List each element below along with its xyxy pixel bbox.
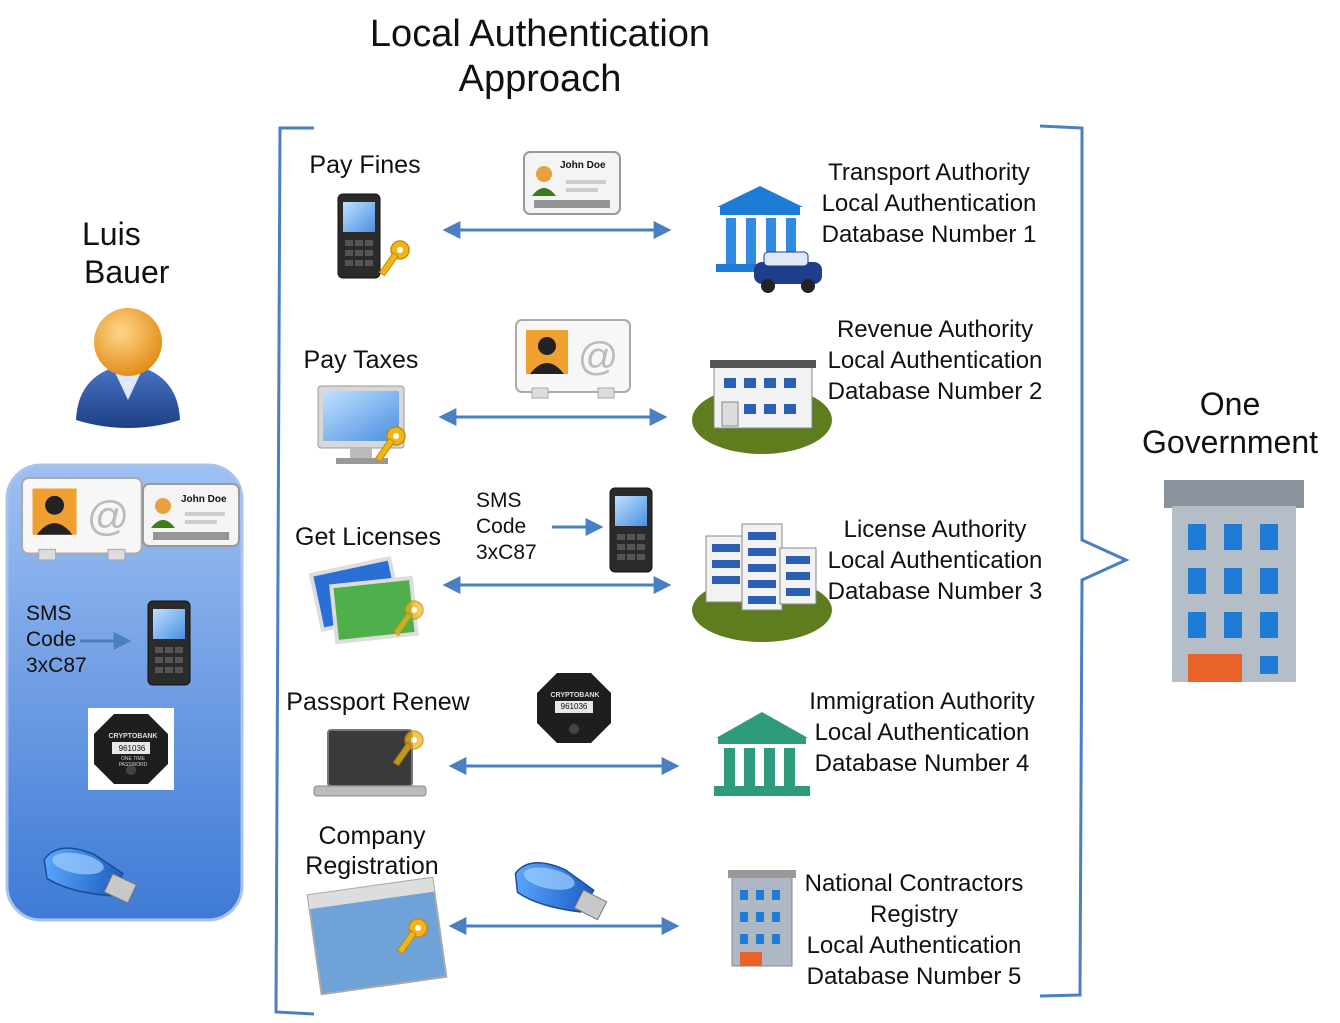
authority-immigration: Immigration Authority Local Authenticati…: [794, 686, 1050, 779]
license-buildings-icon: [692, 523, 832, 642]
wallet-token-footer: ONE TIME PASSWORD: [118, 756, 148, 768]
photo-gallery-icon: [308, 555, 419, 645]
person-last-name: Bauer: [84, 254, 170, 290]
service-pay-taxes: Pay Taxes: [303, 346, 419, 374]
email-card-icon: [515, 319, 631, 399]
service-get-licenses: Get Licenses: [295, 523, 441, 551]
wallet-card-name: John Doe: [181, 494, 227, 505]
id-card-name: John Doe: [560, 160, 606, 171]
title-line-2: Approach: [458, 58, 622, 100]
wallet-sms-line-1: SMS: [26, 602, 72, 625]
title-line-1: Local Authentication: [369, 13, 711, 55]
diagram-title: Local Authentication Approach: [300, 12, 780, 102]
one-government-label: One Government: [1130, 385, 1330, 461]
authority-4-line-3: Database Number 4: [814, 750, 1030, 777]
service-passport-renew: Passport Renew: [286, 688, 470, 716]
authority-5-line-4: Database Number 5: [806, 963, 1022, 990]
government-line-1: One: [1199, 386, 1261, 422]
authority-2-line-2: Local Authentication: [827, 347, 1043, 374]
usb-key-icon: [508, 856, 613, 922]
mobile-phone-icon: [337, 193, 381, 279]
authority-national-contractors: National Contractors Registry Local Auth…: [790, 868, 1038, 992]
service-company-registration: Company Registration: [292, 821, 452, 881]
wallet-sms-line-3: 3xC87: [26, 654, 87, 677]
sms-row-3-line-3: 3xC87: [476, 541, 537, 564]
one-government-building-icon: [1164, 480, 1304, 682]
person-name: Luis Bauer: [82, 215, 169, 291]
authority-5-line-2: Registry: [869, 901, 959, 928]
key-icon: [378, 240, 410, 277]
authority-4-line-1: Immigration Authority: [809, 688, 1035, 715]
revenue-building-icon: [692, 360, 832, 454]
wallet-phone-icon: [147, 600, 191, 686]
left-bracket: [274, 126, 315, 1016]
mobile-phone-icon-2: [609, 487, 653, 573]
authority-2-line-3: Database Number 2: [827, 378, 1043, 405]
wallet-token-code: 961036: [118, 744, 146, 753]
service-pay-fines: Pay Fines: [309, 151, 421, 179]
desktop-window-icon: [306, 876, 448, 996]
authority-3-line-1: License Authority: [843, 516, 1027, 543]
service-5-line-1: Company: [318, 822, 426, 850]
government-line-2: Government: [1141, 424, 1319, 460]
person-first-name: Luis: [82, 216, 141, 252]
authority-license: License Authority Local Authentication D…: [810, 514, 1060, 607]
sms-row-3-line-1: SMS: [476, 489, 522, 512]
authority-transport: Transport Authority Local Authentication…: [804, 157, 1054, 250]
credential-wallet-panel: [5, 463, 244, 922]
sms-row-3-line-2: Code: [476, 515, 527, 538]
sms-code-row-3: SMS Code 3xC87: [476, 488, 537, 566]
laptop-icon: [313, 729, 427, 797]
authority-revenue: Revenue Authority Local Authentication D…: [810, 314, 1060, 407]
car-icon: [754, 251, 822, 293]
authority-5-line-1: National Contractors: [804, 870, 1024, 897]
wallet-token-brand: CRYPTOBANK: [108, 733, 158, 740]
right-bracket: [1039, 124, 1130, 998]
service-5-line-2: Registration: [305, 852, 439, 880]
authority-4-line-2: Local Authentication: [814, 719, 1030, 746]
desktop-monitor-icon: [317, 385, 405, 464]
authority-5-line-3: Local Authentication: [806, 932, 1022, 959]
authority-1-line-1: Transport Authority: [828, 159, 1030, 186]
person-avatar-icon: [76, 308, 180, 428]
wallet-sms-line-2: Code: [26, 628, 77, 651]
otp-token-code: 961036: [560, 702, 588, 711]
wallet-email-card-icon: [20, 476, 143, 561]
immigration-building-icon: [714, 712, 810, 796]
wallet-sms-code: SMS Code 3xC87: [26, 601, 87, 679]
authority-3-line-3: Database Number 3: [827, 578, 1043, 605]
otp-token-brand: CRYPTOBANK: [550, 692, 600, 699]
registry-building-icon: [728, 870, 796, 967]
authority-1-line-2: Local Authentication: [821, 190, 1037, 217]
authority-2-line-1: Revenue Authority: [836, 316, 1034, 343]
authority-3-line-2: Local Authentication: [827, 547, 1043, 574]
authority-1-line-3: Database Number 1: [821, 221, 1037, 248]
